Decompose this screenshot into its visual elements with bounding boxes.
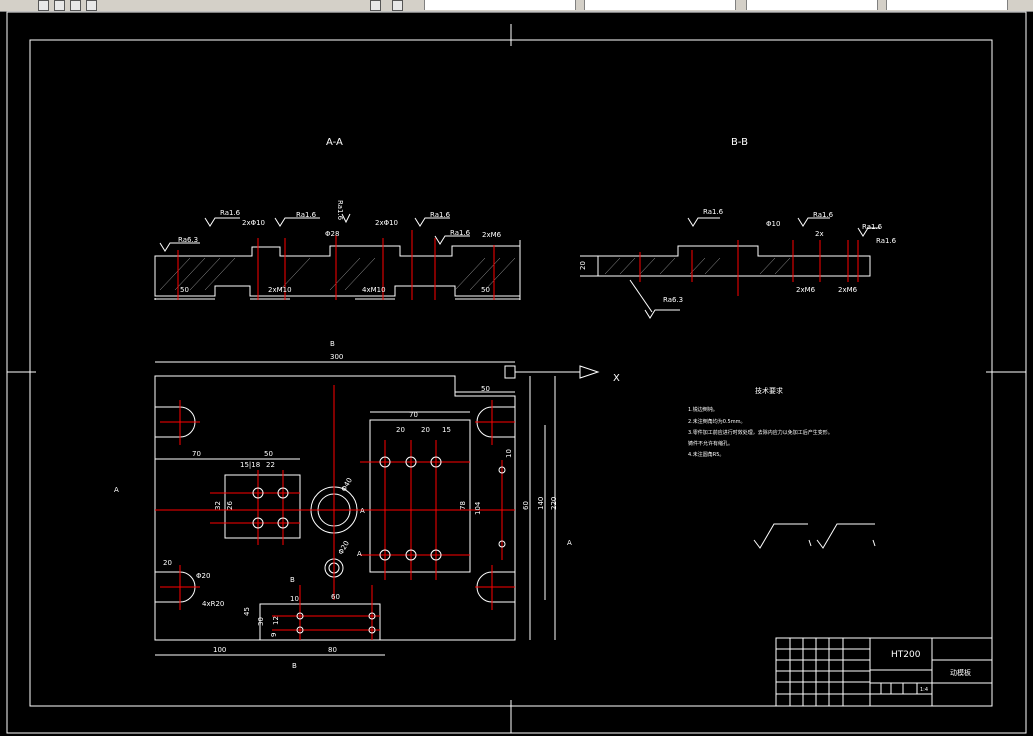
bb-dim-m2: 2xM6 xyxy=(838,286,858,294)
bb-rough-1: Ra1.6 xyxy=(703,208,724,216)
tab-2[interactable] xyxy=(584,0,736,10)
plan-dim-45: 45 xyxy=(243,607,251,616)
properties-icon[interactable] xyxy=(70,0,81,11)
view-icon[interactable] xyxy=(38,0,49,11)
section-aa-title: A-A xyxy=(326,137,343,148)
bb-rough-2: Ra1.6 xyxy=(813,211,834,219)
tech-title: 技术要求 xyxy=(755,386,783,395)
drawing-canvas[interactable]: A-A Ra1.6 Ra1.6 Ra1.6 Ra6.3 xyxy=(0,11,1033,736)
plan-dim-50: 50 xyxy=(264,450,273,458)
plan-dim-80: 80 xyxy=(328,646,337,654)
plan-dim-20a: 20 xyxy=(396,426,405,434)
sheet-frame xyxy=(6,11,1027,734)
plan-dim-22: 22 xyxy=(266,461,275,469)
match-icon[interactable] xyxy=(86,0,97,11)
bb-rough-4: Ra1.6 xyxy=(876,237,897,245)
tech-note-4: 铸件不允许有缩孔。 xyxy=(688,440,733,447)
bb-dim-m1: 2xM6 xyxy=(796,286,816,294)
plan-dim-30: 30 xyxy=(257,617,265,626)
plan-dim-100: 100 xyxy=(213,646,226,654)
plan-dim-32: 32 xyxy=(214,501,222,510)
plan-dim-1518: 15|18 xyxy=(240,461,260,469)
aa-rough-2: Ra1.6 xyxy=(296,211,317,219)
aa-rough-4: Ra6.3 xyxy=(178,236,198,244)
plan-dim-40: Φ40 xyxy=(340,477,354,493)
marker-a-in2: A xyxy=(357,550,362,558)
plan-dim-20c: Φ20 xyxy=(337,540,351,556)
aa-dim-mid2: 4xM10 xyxy=(362,286,386,294)
title-material: HT200 xyxy=(891,650,921,660)
plan-dim-4r20: 4xR20 xyxy=(202,600,224,608)
aa-dim-d3: Φ28 xyxy=(325,230,339,238)
plan-dim-78: 78 xyxy=(459,501,467,510)
aa-dim-right: 50 xyxy=(481,286,490,294)
aa-dim-d4: 2xM6 xyxy=(482,231,502,239)
tab-3[interactable] xyxy=(746,0,878,10)
aa-dim-left: 50 xyxy=(180,286,189,294)
section-aa-view xyxy=(154,213,521,300)
plan-dim-70a: 70 xyxy=(192,450,201,458)
aa-dim-mid1: 2xM10 xyxy=(268,286,292,294)
tech-note-5: 4.未注圆角R5。 xyxy=(688,451,724,458)
plan-dim-12: 12 xyxy=(272,616,280,625)
layer-state-icon[interactable] xyxy=(370,0,381,11)
title-scale: 1:4 xyxy=(920,687,928,693)
bb-dim-d1: Φ10 xyxy=(766,220,780,228)
tech-note-2: 2.未注倒角均为0.5mm。 xyxy=(688,418,745,425)
tab-4[interactable] xyxy=(886,0,1008,10)
bb-rough-5: Ra6.3 xyxy=(663,296,683,304)
plan-dim-9: 9 xyxy=(270,633,278,637)
plan-dim-20: 20 xyxy=(163,559,172,567)
plan-dim-50r: 50 xyxy=(481,385,490,393)
aa-rough-1: Ra1.6 xyxy=(220,209,241,217)
section-aa-centerlines xyxy=(177,230,495,300)
roughness-symbol xyxy=(753,523,876,549)
tab-1[interactable] xyxy=(424,0,576,10)
bb-dim-d2: 2x xyxy=(815,230,824,238)
tech-note-3: 3.零件加工前应进行时效处理，去除内应力以免加工后产生变形。 xyxy=(688,429,833,436)
marker-a-in: A xyxy=(360,507,365,515)
marker-b-in: B xyxy=(290,576,295,584)
plan-dim-10b: 10 xyxy=(290,595,299,603)
plan-dim-total: 300 xyxy=(330,353,343,361)
plan-dim-220: 220 xyxy=(550,497,558,510)
plan-dim-20b: 20 xyxy=(421,426,430,434)
axis-x-label: X xyxy=(613,373,620,384)
section-bb-view xyxy=(580,217,880,319)
aa-rough-6: Ra1.6 xyxy=(336,200,344,221)
bb-rough-3: Ra1.6 xyxy=(862,223,883,231)
marker-b-bot: B xyxy=(292,662,297,670)
marker-a-right: A xyxy=(567,539,572,547)
plan-holes xyxy=(252,456,506,634)
bb-dim-h: 20 xyxy=(579,261,587,270)
plan-dim-26: 26 xyxy=(226,501,234,510)
plan-dim-10: 10 xyxy=(505,449,513,458)
aa-rough-5: Ra1.6 xyxy=(450,229,471,237)
plan-dim-r20: Φ20 xyxy=(196,572,210,580)
tech-note-1: 1.锐边倒钝。 xyxy=(688,406,718,413)
section-bb-centerlines xyxy=(639,240,859,296)
section-bb-title: B-B xyxy=(731,137,748,148)
plan-dim-104: 104 xyxy=(474,501,482,515)
plan-dim-140: 140 xyxy=(537,497,545,510)
plan-dim-15: 15 xyxy=(442,426,451,434)
plan-dim-60: 60 xyxy=(522,501,530,510)
plan-dim-60b: 60 xyxy=(331,593,340,601)
aa-dim-d1: 2xΦ10 xyxy=(242,219,265,227)
title-block xyxy=(775,637,993,707)
plan-centerlines xyxy=(155,385,515,640)
marker-a-left: A xyxy=(114,486,119,494)
aa-rough-3: Ra1.6 xyxy=(430,211,451,219)
marker-b-top: B xyxy=(330,340,335,348)
aa-dim-d2: 2xΦ10 xyxy=(375,219,398,227)
layer-prev-icon[interactable] xyxy=(392,0,403,11)
layer-icon[interactable] xyxy=(54,0,65,11)
plan-dim-70: 70 xyxy=(409,411,418,419)
title-part-name: 动模板 xyxy=(950,668,971,677)
